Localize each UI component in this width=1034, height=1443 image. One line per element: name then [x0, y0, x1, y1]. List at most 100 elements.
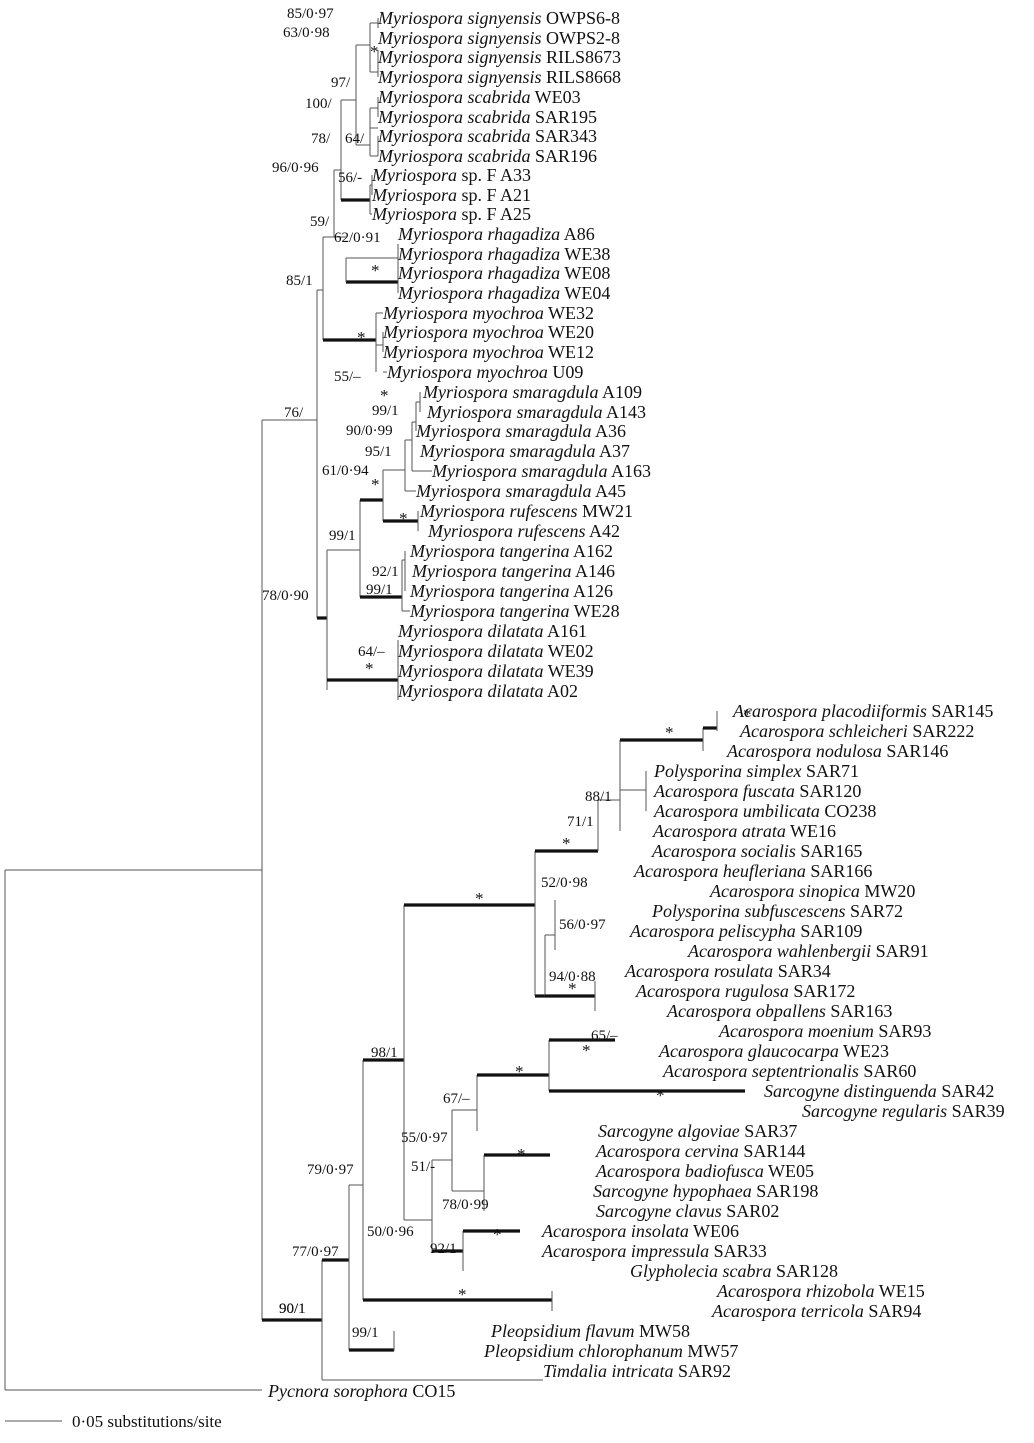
taxon-label: Myriospora smaragdula A143	[426, 402, 646, 422]
support-value: 79/0·97	[307, 1162, 354, 1178]
support-value: 98/1	[371, 1045, 398, 1061]
taxon-label: Timdalia intricata SAR92	[543, 1361, 731, 1381]
taxon-label: Acarospora sinopica MW20	[709, 881, 915, 901]
taxon-label: Myriospora rhagadiza A86	[397, 224, 595, 244]
support-value: 78/0·90	[262, 588, 309, 604]
taxon-label: Myriospora tangerina WE28	[409, 601, 620, 621]
support-value: *	[399, 509, 408, 528]
support-value: 99/1	[329, 528, 356, 544]
support-value: 85/0·97	[287, 6, 334, 22]
support-value: 64/–	[358, 644, 385, 660]
support-value: 51/-	[411, 1159, 435, 1175]
support-value: 92/1	[430, 1241, 457, 1257]
support-value: *	[380, 386, 389, 405]
taxon-label: Myriospora rhagadiza WE04	[397, 283, 610, 303]
taxon-label: Acarospora glaucocarpa WE23	[658, 1041, 889, 1061]
taxon-label: Myriospora dilatata A161	[397, 621, 587, 641]
support-value: 55/–	[334, 369, 361, 385]
taxon-label: Myriospora rufescens A42	[427, 521, 620, 541]
support-value: *	[371, 475, 380, 494]
support-value: *	[371, 261, 380, 280]
support-value: 55/0·97	[401, 1130, 448, 1146]
support-value: 90/0·99	[346, 423, 393, 439]
taxon-label: Acarospora socialis SAR165	[651, 841, 862, 861]
taxon-label: Myriospora scabrida SAR195	[377, 107, 597, 127]
support-value: 96/0·96	[272, 160, 319, 176]
taxon-label: Myriospora myochroa U09	[386, 362, 583, 382]
taxon-label: Myriospora signyensis OWPS6-8	[377, 8, 620, 28]
taxon-label: Acarospora rhizobola WE15	[716, 1281, 925, 1301]
taxon-label: Acarospora heufleriana SAR166	[633, 861, 872, 881]
taxon-label: Acarospora schleicheri SAR222	[739, 721, 974, 741]
taxon-label: Acarospora badiofusca WE05	[595, 1161, 814, 1181]
support-value: 71/1	[567, 814, 594, 830]
taxon-label: Myriospora smaragdula A37	[419, 441, 630, 461]
support-value: 100/	[305, 96, 333, 112]
support-value: 78/	[311, 131, 331, 147]
taxon-label: Myriospora tangerina A126	[409, 581, 613, 601]
support-value: *	[458, 1285, 467, 1304]
support-value: 99/1	[352, 1325, 379, 1341]
taxon-label: Sarcogyne regularis SAR39	[802, 1101, 1005, 1121]
taxon-label: Myriospora scabrida WE03	[377, 87, 581, 107]
taxon-label: Myriospora sp. F A21	[371, 185, 531, 205]
support-value: 92/1	[372, 564, 399, 580]
taxon-label: Myriospora smaragdula A36	[415, 421, 626, 441]
support-value: *	[493, 1225, 502, 1244]
support-value: 94/0·88	[549, 969, 596, 985]
taxon-label: Myriospora rhagadiza WE08	[397, 263, 610, 283]
taxon-label: Myriospora smaragdula A163	[431, 461, 651, 481]
support-value: 63/0·98	[283, 25, 330, 41]
taxon-label: Myriospora sp. F A25	[371, 204, 531, 224]
taxon-label: Myriospora tangerina A146	[411, 561, 615, 581]
support-values: 85/0·9763/0·98*97/100/78/64/96/0·9656/-5…	[262, 6, 752, 1341]
taxon-label: Myriospora signyensis OWPS2-8	[377, 28, 620, 48]
support-value: *	[568, 979, 577, 998]
taxon-label: Acarospora moenium SAR93	[718, 1021, 931, 1041]
support-value: 78/0·99	[442, 1197, 489, 1213]
taxon-label: Myriospora smaragdula A109	[422, 382, 642, 402]
support-value: 76/	[284, 405, 304, 421]
support-value: *	[517, 1145, 526, 1164]
support-value: *	[370, 42, 379, 61]
support-value: 62/0·91	[334, 230, 381, 246]
support-value: *	[475, 889, 484, 908]
taxon-label: Acarospora obpallens SAR163	[666, 1001, 892, 1021]
support-value: *	[582, 1041, 591, 1060]
taxon-label: Acarospora nodulosa SAR146	[726, 741, 948, 761]
support-value: 99/1	[372, 403, 399, 419]
taxon-label: Acarospora impressula SAR33	[541, 1241, 767, 1261]
support-value: 50/0·96	[367, 1224, 414, 1240]
taxon-label: Myriospora dilatata WE39	[397, 661, 594, 681]
taxon-label: Myriospora scabrida SAR196	[377, 146, 597, 166]
support-value: *	[365, 659, 374, 678]
support-value: *	[357, 328, 366, 347]
taxon-label: Polysporina simplex SAR71	[653, 761, 859, 781]
taxon-label: Myriospora tangerina A162	[409, 541, 613, 561]
taxon-label: Acarospora insolata WE06	[541, 1221, 739, 1241]
taxon-label: Acarospora umbilicata CO238	[653, 801, 876, 821]
taxon-label: Acarospora septentrionalis SAR60	[662, 1061, 916, 1081]
taxon-label: Acarospora rugulosa SAR172	[635, 981, 855, 1001]
support-value: 52/0·98	[541, 875, 588, 891]
taxon-label: Myriospora rhagadiza WE38	[397, 244, 610, 264]
support-value: 56/0·97	[559, 917, 606, 933]
taxon-label: Sarcogyne hypophaea SAR198	[593, 1181, 818, 1201]
support-value: 95/1	[365, 444, 392, 460]
support-value: *	[656, 1086, 665, 1105]
support-value: 99/1	[366, 582, 393, 598]
taxon-label: Sarcogyne distinguenda SAR42	[764, 1081, 994, 1101]
taxon-label: Sarcogyne clavus SAR02	[596, 1201, 779, 1221]
taxon-label: Myriospora dilatata WE02	[397, 641, 594, 661]
support-value: 61/0·94	[322, 463, 369, 479]
support-value: *	[515, 1062, 524, 1081]
taxon-label: Myriospora signyensis RILS8668	[377, 67, 621, 87]
taxon-label: Acarospora atrata WE16	[652, 821, 836, 841]
scale-bar: 0·05 substitutions/site	[5, 1412, 222, 1431]
taxon-labels: Myriospora signyensis OWPS6-8Myriospora …	[267, 8, 1005, 1401]
support-value: 67/–	[443, 1091, 470, 1107]
taxon-label: Myriospora signyensis RILS8673	[377, 47, 621, 67]
taxon-label: Pycnora sorophora CO15	[267, 1381, 455, 1401]
taxon-label: Acarospora terricola SAR94	[711, 1301, 921, 1321]
support-value: *	[665, 723, 674, 742]
